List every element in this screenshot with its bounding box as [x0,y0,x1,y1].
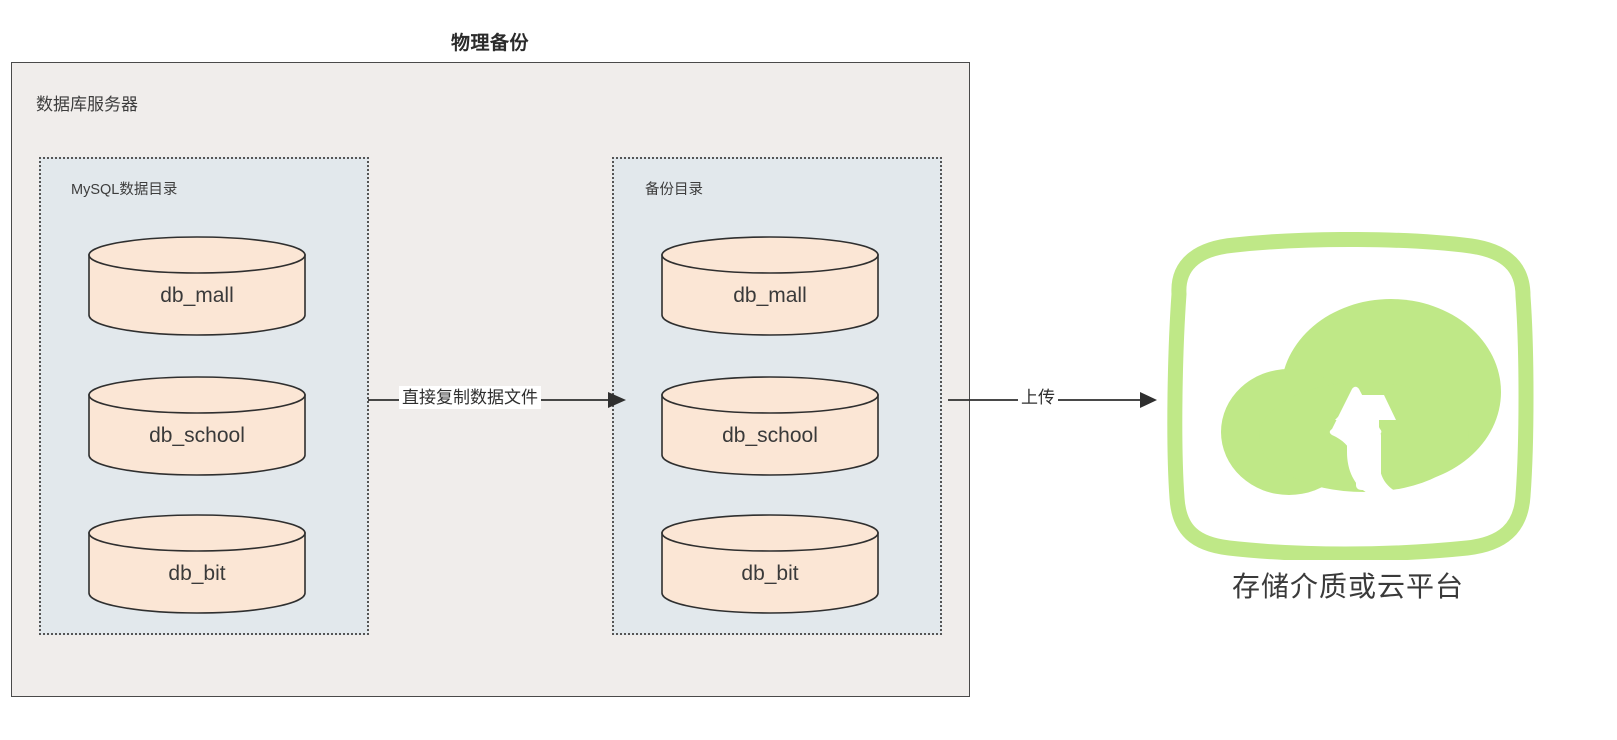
database-cylinder-backup-1: db_mall [660,235,880,336]
database-server-label: 数据库服务器 [36,95,138,114]
mysql-data-directory-label: MySQL数据目录 [71,182,178,198]
database-cylinder-source-1: db_mall [87,235,307,336]
copy-arrow-label: 直接复制数据文件 [399,386,541,410]
database-cylinder-backup-3: db_bit [660,513,880,614]
cloud-upload-icon [1221,299,1501,495]
backup-directory-label: 备份目录 [645,182,703,198]
database-cylinder-backup-2: db_school [660,375,880,476]
cloud-frame-border [1167,232,1534,560]
cloud-storage-caption: 存储介质或云平台 [1231,571,1464,602]
database-cylinder-source-2: db_school [87,375,307,476]
cloud-storage-frame [1159,232,1537,560]
page-title: 物理备份 [450,33,529,54]
upload-arrow-label: 上传 [1018,386,1058,410]
database-cylinder-source-3: db_bit [87,513,307,614]
